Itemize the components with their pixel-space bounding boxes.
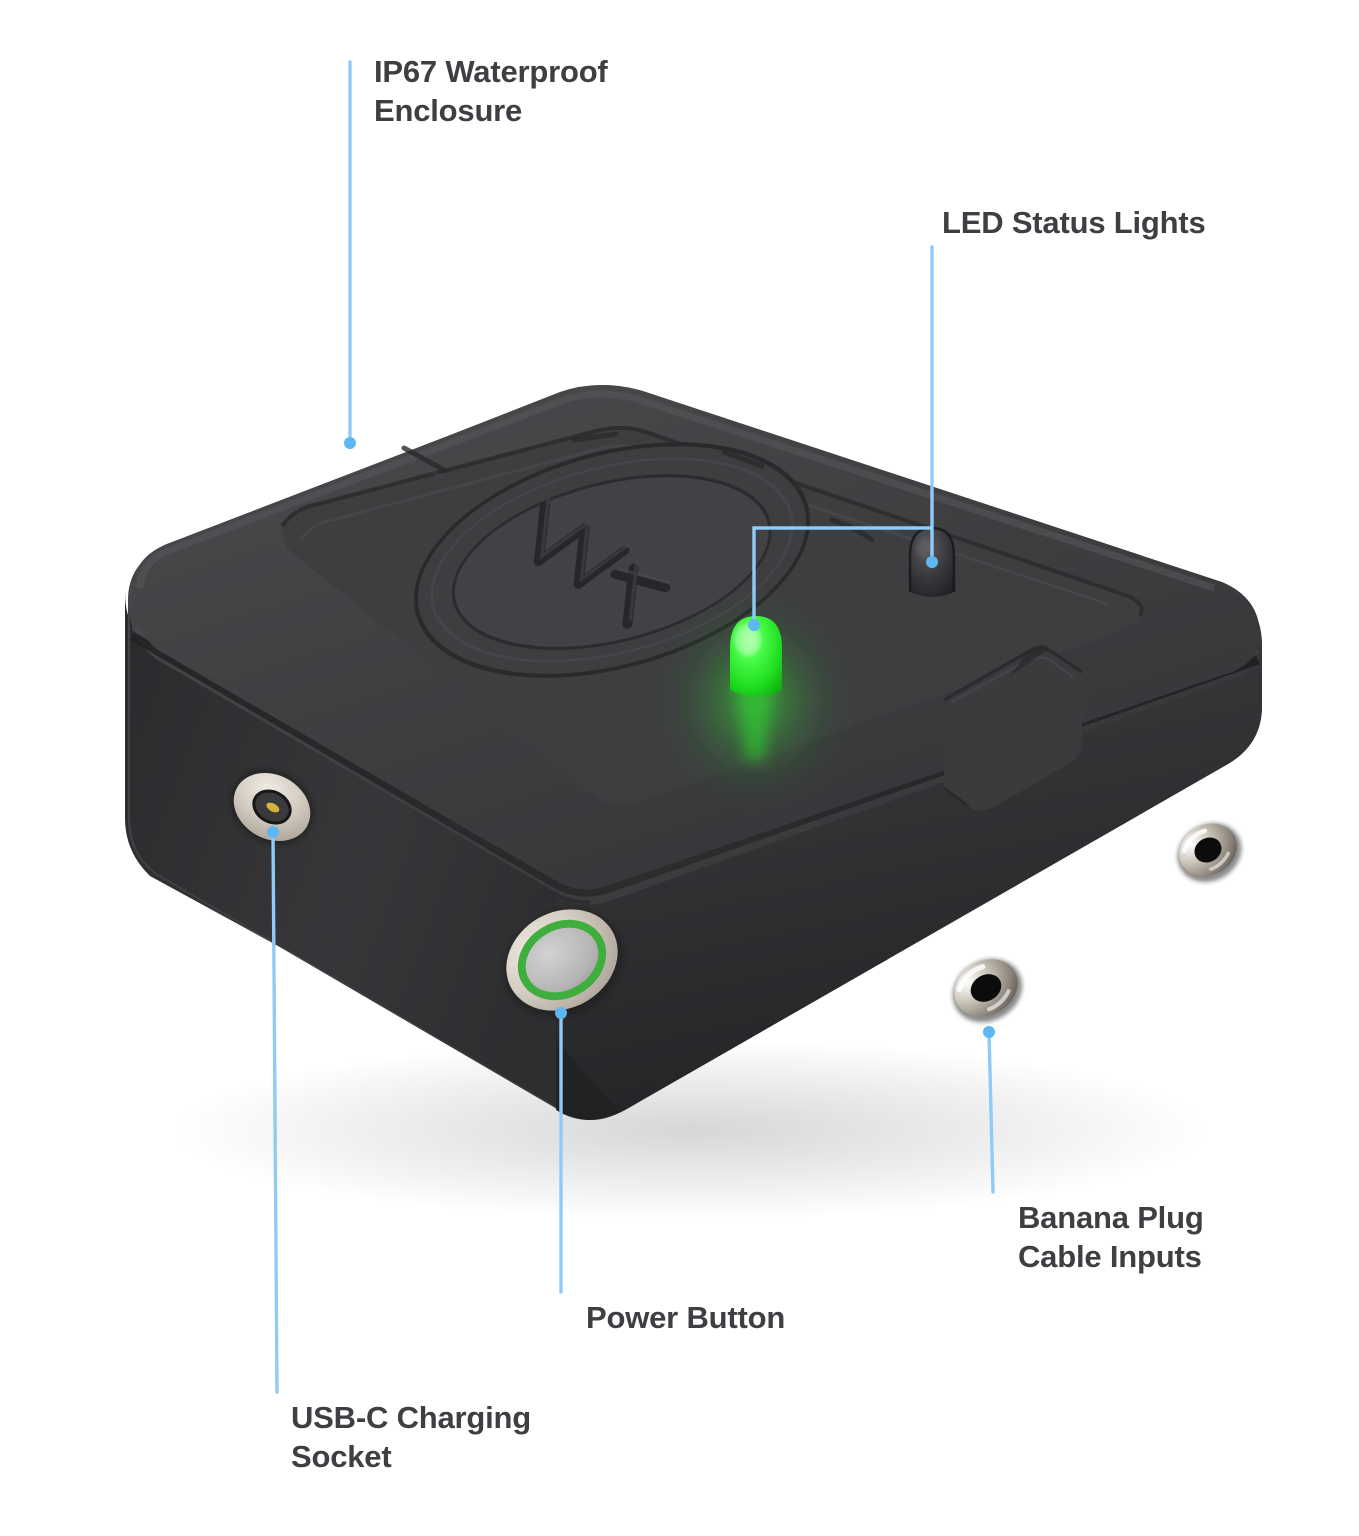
banana-jack-front-hole xyxy=(970,974,1002,1002)
banana-jack-right xyxy=(1177,823,1242,882)
banana-jack-right-hole xyxy=(1194,837,1222,863)
side-port-cover xyxy=(943,645,1083,811)
callout-label-banana-plug-cable-inputs: Banana Plug Cable Inputs xyxy=(1018,1200,1204,1275)
power-button xyxy=(504,908,624,1019)
enclosure-front-shading xyxy=(556,636,1262,1120)
enclosure-seam xyxy=(129,632,1260,897)
status-led-green-reflection xyxy=(736,680,774,760)
callout-label-usbc-charging-socket: USB-C Charging Socket xyxy=(291,1400,532,1475)
power-button-face xyxy=(525,927,599,993)
device-shadow xyxy=(170,1040,1210,1220)
callout-label-led-status-lights: LED Status Lights xyxy=(942,205,1206,240)
usbc-contact xyxy=(266,802,280,813)
usbc-socket xyxy=(229,768,315,846)
callout-label-power-button: Power Button xyxy=(586,1300,786,1335)
lid-logo-monogram xyxy=(533,500,671,629)
status-led-dark xyxy=(910,528,954,597)
power-button-led-ring xyxy=(517,919,607,1001)
banana-jack-front xyxy=(952,958,1023,1023)
enclosure-left-shading xyxy=(130,612,590,1113)
callout-label-ip67: IP67 Waterproof Enclosure xyxy=(374,54,608,129)
